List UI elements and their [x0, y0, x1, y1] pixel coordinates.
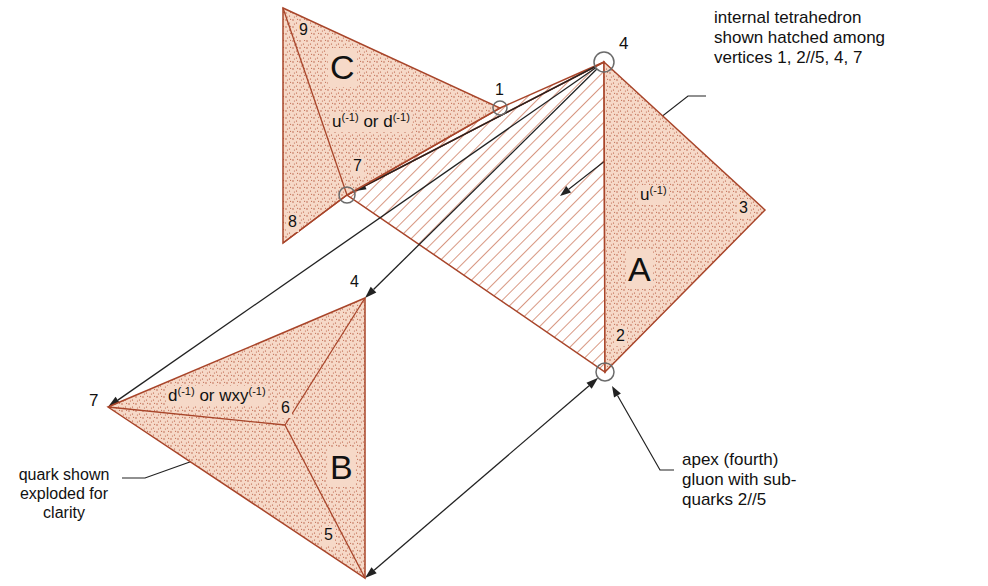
- vertex-number: 8: [286, 213, 299, 232]
- tetrahedron-edge: [283, 195, 347, 243]
- quark-formula: u(-1): [638, 185, 669, 205]
- tetrahedron-edge: [108, 407, 285, 425]
- vertex-circle: [596, 363, 614, 381]
- vertex-number: 7: [87, 391, 100, 411]
- quark-formula: d(-1) or wxy(-1): [166, 386, 268, 406]
- vertex-number: 3: [737, 199, 750, 218]
- tetrahedron-edge: [285, 298, 365, 425]
- superscript: (-1): [341, 111, 358, 123]
- superscript: (-1): [649, 184, 666, 196]
- arrowhead-to: [365, 567, 377, 578]
- vertex-circle: [339, 187, 355, 203]
- vertex-number: 4: [348, 273, 361, 292]
- leader-line: [618, 396, 675, 471]
- face-letter: C: [328, 48, 357, 87]
- stippled-face: [604, 62, 765, 372]
- callout-text: quark shown exploded for clarity: [6, 466, 122, 523]
- leader-arrowhead: [612, 386, 621, 398]
- connector-line: [374, 386, 589, 571]
- arrowhead-from: [586, 378, 598, 389]
- face-letter: B: [328, 448, 355, 487]
- vertex-number: 7: [351, 157, 364, 176]
- tetrahedron-edge: [283, 8, 347, 195]
- stippled-face: [108, 298, 365, 578]
- vertex-number: 5: [322, 526, 335, 545]
- vertex-link-arrow: [365, 378, 598, 578]
- callout-text: apex (fourth) gluon with sub-quarks 2//5: [680, 450, 824, 510]
- vertex-number: 1: [493, 81, 506, 100]
- vertex-circle: [493, 101, 507, 115]
- tetrahedron-edge: [285, 425, 365, 578]
- vertex-number: 9: [297, 21, 310, 40]
- callout-text: internal tetrahedron shown hatched among…: [712, 8, 908, 68]
- stippled-face: [283, 8, 500, 243]
- superscript: (-1): [249, 385, 266, 397]
- superscript: (-1): [393, 111, 410, 123]
- vertex-number: 6: [279, 399, 292, 418]
- arrowhead-to: [365, 287, 376, 298]
- vertex-circle: [594, 52, 614, 72]
- tetrahedron-face: Cu(-1) or d(-1): [278, 4, 510, 249]
- quark-formula: u(-1) or d(-1): [330, 112, 412, 132]
- superscript: (-1): [177, 385, 194, 397]
- vertex-number: 2: [614, 327, 627, 346]
- vertex-number: 4: [617, 34, 630, 54]
- leader-arrowhead: [560, 186, 571, 196]
- face-letter: A: [626, 250, 653, 289]
